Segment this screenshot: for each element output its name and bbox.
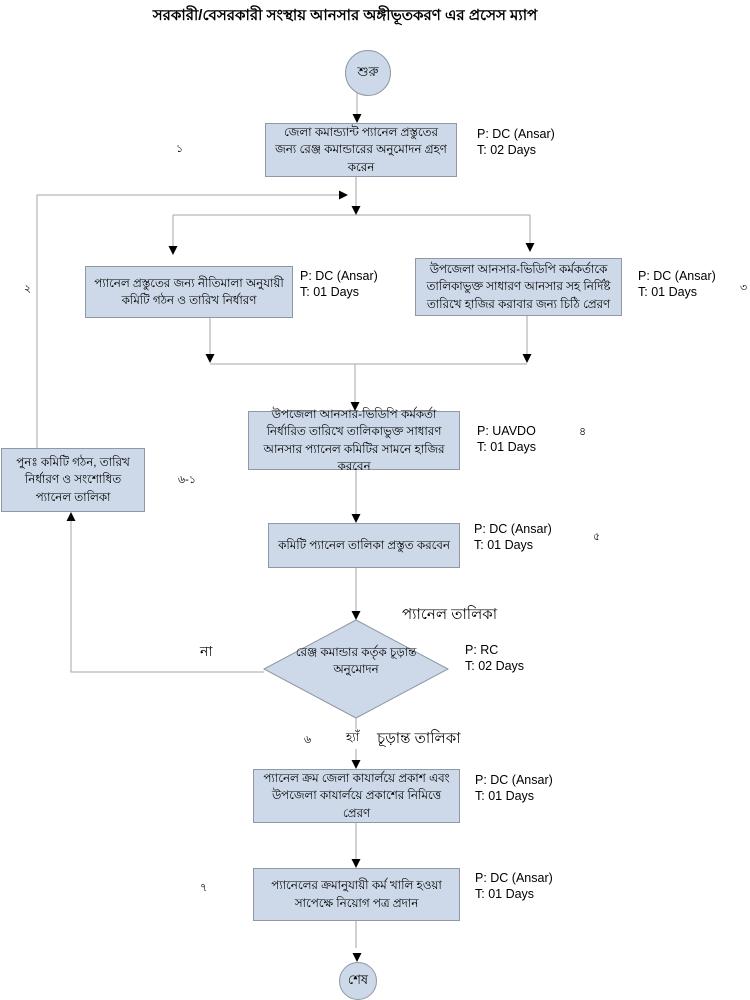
redo-number: ৬-১ [178, 474, 196, 486]
step-2-performer: P: DC (Ansar) [300, 269, 378, 283]
step-2-time: T: 01 Days [300, 285, 360, 300]
start-node: শুরু [345, 50, 391, 96]
step-1-performer: P: DC (Ansar) [477, 127, 555, 141]
step-4-box: উপজেলা আনসার-ভিডিপি কর্মকর্তা নির্ধারিত … [248, 407, 460, 473]
step-7-annotation: P: DC (Ansar) T: 01 Days [475, 870, 553, 903]
step-6-annotation: P: DC (Ansar) T: 01 Days [475, 772, 553, 805]
step-3-annotation: P: DC (Ansar) T: 01 Days [638, 268, 716, 301]
decision-annotation: P: RC T: 02 Days [465, 642, 524, 675]
page-title: সরকারী/বেসরকারী সংস্থায় আনসার অঙ্গীভূতক… [152, 7, 538, 24]
final-list-label: চূড়ান্ত তালিকা [377, 730, 461, 747]
step-6-box: প্যানেল ক্রম জেলা কাযার্লয়ে প্রকাশ এবং … [253, 769, 460, 823]
step-3-box: উপজেলা আনসার-ভিডিপি কর্মকর্তাকে তালিকাভু… [415, 258, 622, 316]
decision-diamond [262, 619, 450, 719]
step-5-time: T: 01 Days [474, 538, 534, 553]
step-5-annotation: P: DC (Ansar) T: 01 Days [474, 521, 552, 554]
step-6-time: T: 01 Days [475, 789, 535, 804]
panel-list-label: প্যানেল তালিকা [402, 606, 498, 623]
step-7-performer: P: DC (Ansar) [475, 871, 553, 885]
step-4-annotation: P: UAVDO T: 01 Days [477, 423, 536, 456]
step-2-number: ২ [24, 283, 32, 295]
step-6-performer: P: DC (Ansar) [475, 773, 553, 787]
end-node: শেষ [339, 962, 377, 1000]
step-3-time: T: 01 Days [638, 285, 698, 300]
yes-branch-label: হ্যাঁ [344, 729, 362, 749]
step-7-time: T: 01 Days [475, 887, 535, 902]
step-5-number: ৫ [593, 531, 601, 543]
step-3-performer: P: DC (Ansar) [638, 269, 716, 283]
step-4-time: T: 01 Days [477, 440, 537, 455]
step-5-performer: P: DC (Ansar) [474, 522, 552, 536]
step-2-annotation: P: DC (Ansar) T: 01 Days [300, 268, 378, 301]
decision-text: রেঞ্জ কমান্ডার কর্তৃক চূড়ান্ত অনুমোদন [295, 645, 417, 677]
arrowheads [66, 114, 535, 962]
step-1-number: ১ [176, 143, 184, 155]
step-5-box: কমিটি প্যানেল তালিকা প্রস্তুত করবেন [268, 523, 460, 568]
step-4-number: ৪ [579, 426, 587, 438]
step-2-box: প্যানেল প্রস্তুতের জন্য নীতিমালা অনুযায়… [85, 266, 293, 318]
redo-box: পুনঃ কমিটি গঠন, তারিখ নির্ধারণ ও সংশোধিত… [1, 448, 145, 512]
no-branch-label: না [200, 643, 213, 659]
decision-number: ৬ [304, 734, 312, 746]
step-7-number: ৭ [200, 882, 208, 894]
step-4-performer: P: UAVDO [477, 424, 536, 438]
step-3-number: ৩ [740, 282, 748, 294]
decision-performer: P: RC [465, 643, 499, 657]
step-1-annotation: P: DC (Ansar) T: 02 Days [477, 126, 555, 159]
step-1-time: T: 02 Days [477, 143, 537, 158]
step-7-box: প্যানেলের ক্রমানুযায়ী কর্ম খালি হওয়া স… [253, 868, 460, 921]
step-1-box: জেলা কমান্ড্যান্ট প্যানেল প্রস্তুতের জন্… [265, 123, 457, 177]
decision-time: T: 02 Days [465, 659, 525, 674]
